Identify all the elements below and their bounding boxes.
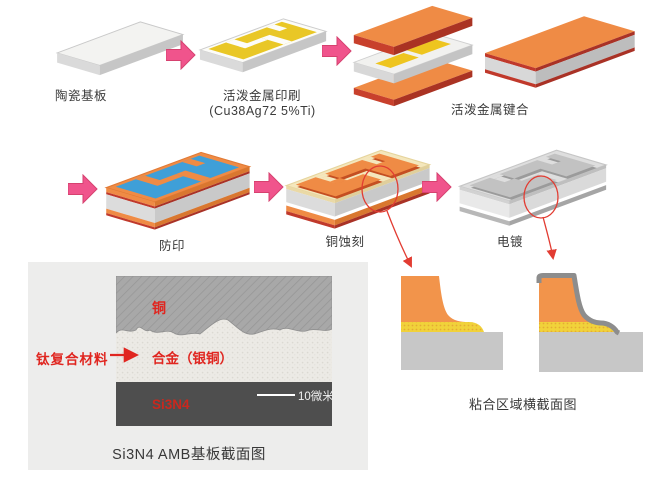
ceramic-substrate-illustration <box>55 21 185 76</box>
flow-arrow-icon <box>422 172 452 202</box>
flow-arrow-icon <box>254 172 284 202</box>
micrograph-caption: Si3N4 AMB基板截面图 <box>112 447 266 463</box>
micro-label-substrate: Si3N4 <box>152 397 190 412</box>
step-label-plating: 电镀 <box>496 235 523 249</box>
step-label-bonding: 活泼金属键合 <box>450 103 529 117</box>
resist-print-stack-illustration <box>104 151 252 230</box>
step-label-etch: 铜蚀刻 <box>325 235 365 249</box>
flow-arrow-icon <box>166 40 196 70</box>
bond-cross-section-plated <box>536 273 643 372</box>
copper-etch-stack-illustration <box>284 149 432 229</box>
bonding-exploded-stack-illustration <box>352 5 474 107</box>
plating-layer <box>536 273 621 336</box>
bond-cross-section-etched <box>401 276 503 370</box>
step-label-ceramic: 陶瓷基板 <box>54 89 107 103</box>
scale-text: 10微米 <box>298 389 332 403</box>
micro-label-alloy: 合金（银铜） <box>152 350 233 366</box>
micrograph-image: 铜 合金（银铜） Si3N4 10微米 <box>116 276 332 426</box>
step-label-print: 活泼金属印刷 <box>222 89 301 103</box>
bond-view-caption: 粘合区域横截面图 <box>468 397 577 412</box>
plating-stack-illustration <box>457 149 608 226</box>
step-label-resist: 防印 <box>158 239 185 253</box>
micro-side-label: 钛复合材料 <box>36 352 109 367</box>
metal-print-illustration <box>198 18 328 73</box>
micro-label-copper: 铜 <box>152 300 166 316</box>
flow-arrow-icon <box>322 36 352 66</box>
flow-arrow-icon <box>68 174 98 204</box>
bonded-substrate-illustration <box>485 16 635 88</box>
step-sublabel-print: (Cu38Ag72 5%Ti) <box>209 104 316 118</box>
